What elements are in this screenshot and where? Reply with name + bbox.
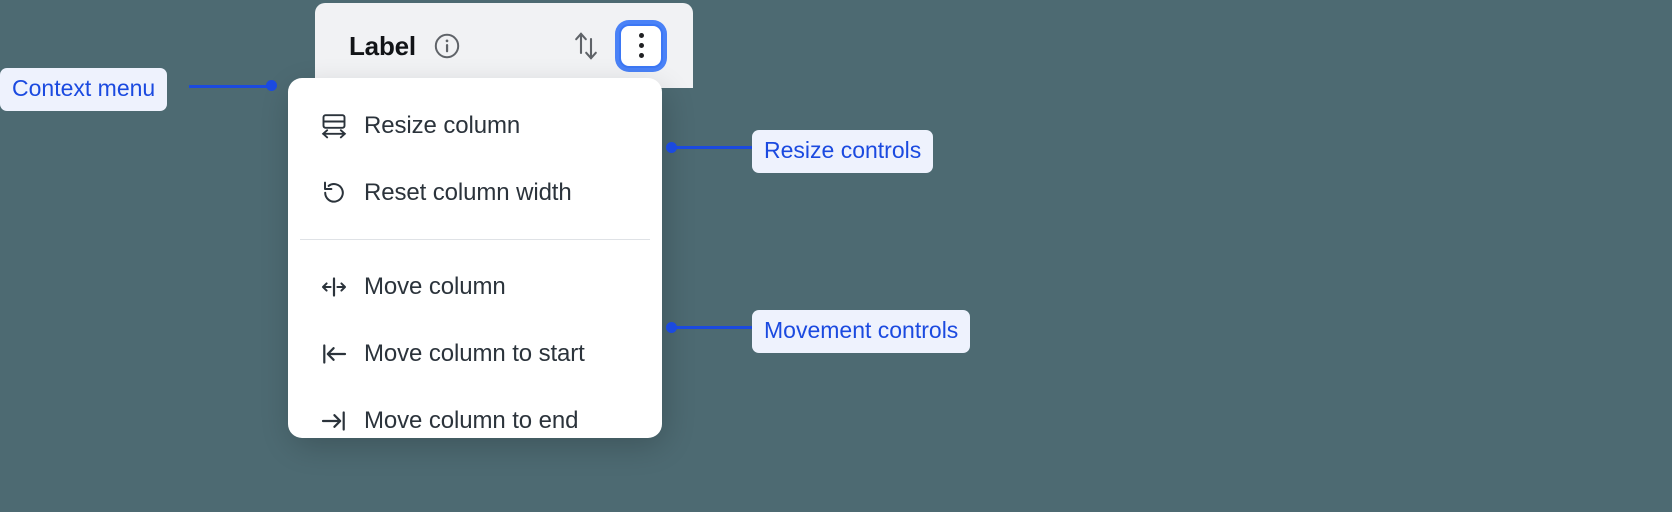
menu-item-resize-column[interactable]: Resize column (288, 92, 662, 159)
annotation-leader-line (189, 85, 271, 88)
move-column-icon (320, 273, 348, 301)
annotation-resize-controls: Resize controls (752, 130, 934, 173)
column-header: Label (315, 3, 693, 88)
reset-width-icon (320, 179, 348, 207)
context-menu: Resize column Reset column width (288, 78, 662, 438)
info-circle-icon[interactable] (433, 32, 461, 60)
annotation-anchor-dot (266, 80, 277, 91)
sort-up-down-icon[interactable] (571, 29, 601, 63)
menu-item-reset-column-width[interactable]: Reset column width (288, 159, 662, 226)
resize-column-icon (320, 112, 348, 140)
annotation-context-menu: Context menu (0, 68, 168, 111)
annotation-anchor-dot (666, 322, 677, 333)
menu-item-label: Move column to end (364, 406, 579, 434)
move-to-start-icon (320, 340, 348, 368)
menu-item-label: Resize column (364, 111, 521, 139)
kebab-dot-2 (638, 43, 644, 48)
kebab-dot-1 (638, 33, 644, 38)
menu-item-label: Reset column width (364, 178, 572, 206)
annotation-movement-controls: Movement controls (752, 310, 971, 353)
annotation-leader-line (672, 146, 754, 149)
menu-item-move-column-to-end[interactable]: Move column to end (288, 387, 662, 454)
menu-item-move-column-to-start[interactable]: Move column to start (288, 320, 662, 387)
kebab-dot-3 (638, 53, 644, 58)
menu-item-move-column[interactable]: Move column (288, 253, 662, 320)
column-menu-button[interactable] (619, 23, 663, 68)
column-header-title: Label (349, 30, 416, 61)
move-to-end-icon (320, 407, 348, 435)
annotation-anchor-dot (666, 142, 677, 153)
menu-item-label: Move column to start (364, 339, 585, 367)
menu-item-label: Move column (364, 272, 506, 300)
menu-divider (300, 239, 650, 240)
annotation-leader-line (672, 326, 754, 329)
